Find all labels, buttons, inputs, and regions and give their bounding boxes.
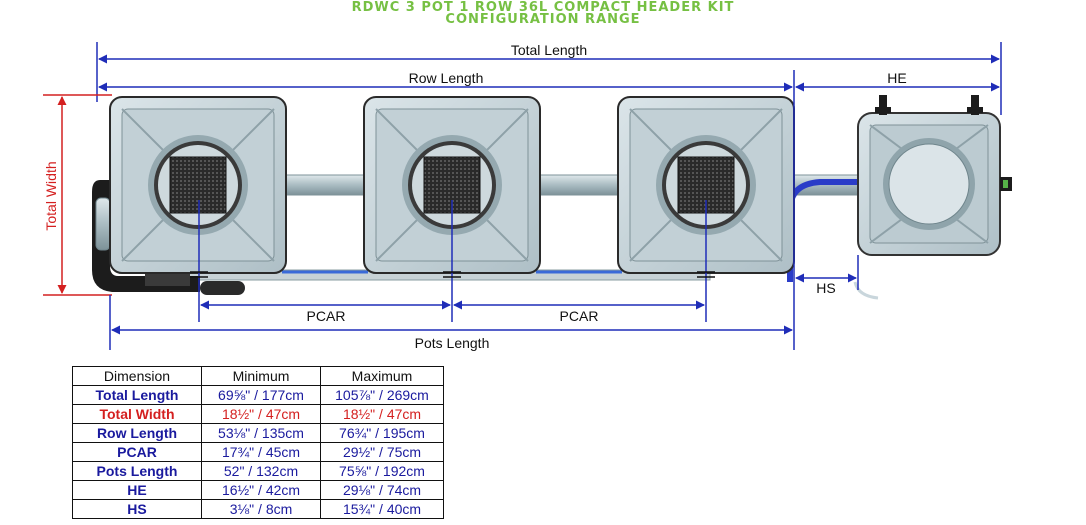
row-label: HE — [72, 480, 202, 500]
row-max: 75⅝" / 192cm — [320, 461, 444, 481]
table-row: PCAR 17¾" / 45cm 29½" / 75cm — [72, 442, 444, 462]
row-label: Total Width — [72, 404, 202, 424]
row-min: 52" / 132cm — [201, 461, 321, 481]
header-maximum: Maximum — [320, 366, 444, 386]
row-label: Pots Length — [72, 461, 202, 481]
row-label: Total Length — [72, 385, 202, 405]
table-header-row: Dimension Minimum Maximum — [72, 366, 444, 386]
row-max: 76¾" / 195cm — [320, 423, 444, 443]
table-row: Total Length 69⅝" / 177cm 105⅞" / 269cm — [72, 385, 444, 405]
title-line-1: RDWC 3 POT 1 ROW 36L COMPACT HEADER KIT — [351, 0, 735, 15]
table-row: HE 16½" / 42cm 29⅛" / 74cm — [72, 480, 444, 500]
row-min: 3⅛" / 8cm — [201, 499, 321, 519]
label-pcar-1: PCAR — [307, 308, 346, 324]
dimension-lines — [43, 42, 1002, 350]
row-max: 15¾" / 40cm — [320, 499, 444, 519]
grow-pot-1 — [109, 96, 287, 274]
label-row-length: Row Length — [409, 70, 484, 86]
label-total-length: Total Length — [511, 42, 587, 58]
row-label: PCAR — [72, 442, 202, 462]
return-hose — [787, 179, 860, 282]
row-label: HS — [72, 499, 202, 519]
row-min: 18½" / 47cm — [201, 404, 321, 424]
grow-pot-3 — [617, 96, 795, 274]
title-line-2: CONFIGURATION RANGE — [445, 12, 641, 27]
table-row: Row Length 53⅛" / 135cm 76¾" / 195cm — [72, 423, 444, 443]
row-min: 53⅛" / 135cm — [201, 423, 321, 443]
table-row: Total Width 18½" / 47cm 18½" / 47cm — [72, 404, 444, 424]
row-min: 69⅝" / 177cm — [201, 385, 321, 405]
row-max: 29½" / 75cm — [320, 442, 444, 462]
header-tank — [857, 95, 1012, 256]
row-min: 16½" / 42cm — [201, 480, 321, 500]
row-label: Row Length — [72, 423, 202, 443]
row-max: 29⅛" / 74cm — [320, 480, 444, 500]
drain-hose — [853, 281, 879, 300]
header-dimension: Dimension — [72, 366, 202, 386]
header-minimum: Minimum — [201, 366, 321, 386]
row-max: 18½" / 47cm — [320, 404, 444, 424]
label-hs: HS — [816, 280, 835, 296]
table-row: Pots Length 52" / 132cm 75⅝" / 192cm — [72, 461, 444, 481]
label-total-width: Total Width — [43, 161, 59, 230]
table-row: HS 3⅛" / 8cm 15¾" / 40cm — [72, 499, 444, 519]
dimension-table: Dimension Minimum Maximum Total Length 6… — [72, 366, 444, 519]
label-pots-length: Pots Length — [415, 335, 490, 351]
label-pcar-2: PCAR — [560, 308, 599, 324]
label-he: HE — [887, 70, 906, 86]
row-max: 105⅞" / 269cm — [320, 385, 444, 405]
row-min: 17¾" / 45cm — [201, 442, 321, 462]
